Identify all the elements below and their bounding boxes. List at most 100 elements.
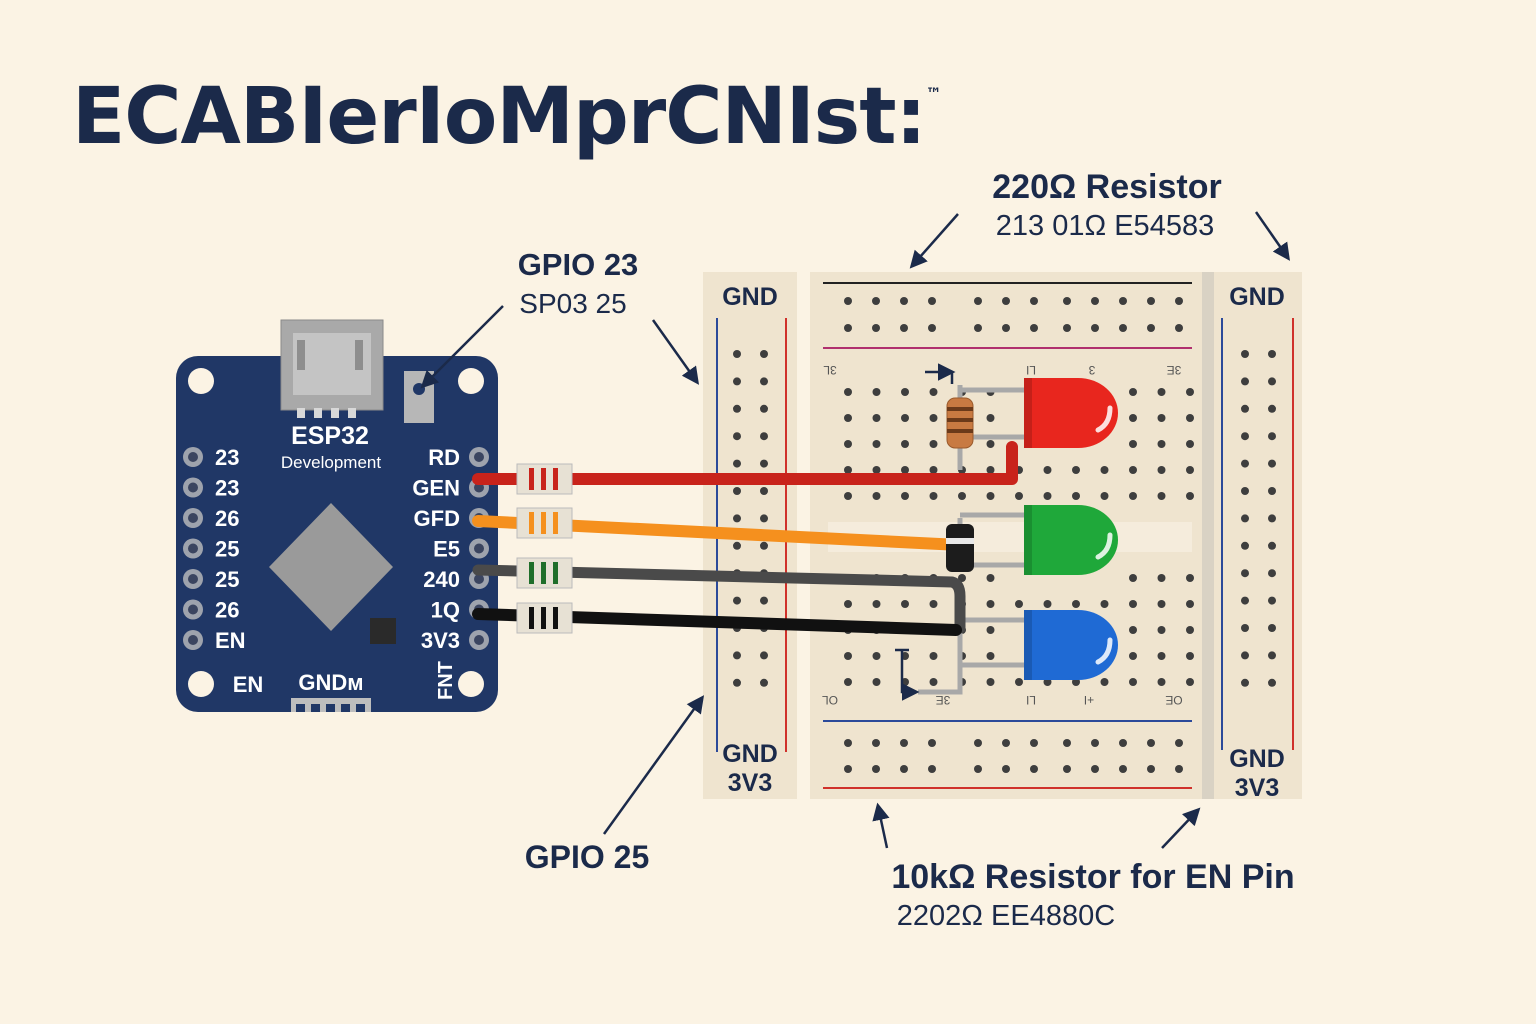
left-pin-label: 23 (215, 445, 239, 470)
rail-hole (760, 377, 768, 386)
main-rail-hole (928, 297, 936, 305)
terminal-hole (1129, 466, 1137, 474)
bottom-fnt-label: FNT (435, 661, 457, 700)
main-rail-hole (1063, 765, 1071, 773)
rail-hole (760, 459, 768, 468)
row-mark: LI (1026, 693, 1036, 707)
rail-hole (733, 541, 741, 550)
main-rail-hole (900, 765, 908, 773)
rail-hole (733, 514, 741, 523)
rail-hole (1241, 624, 1249, 632)
terminal-hole (1043, 466, 1052, 474)
terminal-hole (844, 600, 852, 608)
main-rail-hole (1175, 739, 1183, 747)
res10k-arrow-right (1161, 807, 1201, 849)
diode-body (946, 524, 974, 572)
right-pin-label: E5 (433, 537, 460, 562)
right-rail-holes (1241, 350, 1276, 687)
resistor-body (946, 397, 974, 449)
rail-hole (733, 404, 741, 413)
wire-resistors (516, 463, 573, 634)
rail-hole (1268, 651, 1276, 660)
terminal-hole (929, 414, 938, 422)
terminal-hole (1129, 414, 1137, 422)
usb-pin (355, 340, 363, 370)
main-rail-hole (1030, 324, 1038, 332)
led-body (1024, 610, 1118, 680)
callout-gpio23: GPIO 23 SP03 25 (420, 247, 700, 389)
res220-label: 220Ω Resistor (992, 168, 1221, 206)
main-rail-hole (872, 739, 880, 747)
res10k-label: 10kΩ Resistor for EN Pin (891, 858, 1294, 896)
right-pin-label: GEN (412, 476, 460, 501)
terminal-hole (1186, 626, 1194, 634)
right-pin-label: GFD (414, 506, 460, 531)
gray-wire (472, 564, 966, 634)
rail-hole (1268, 377, 1276, 386)
main-rail-hole (900, 324, 908, 332)
main-rail-hole (844, 324, 852, 332)
row-mark: 3E (1167, 363, 1182, 377)
led-highlight (1095, 532, 1113, 560)
terminal-hole (901, 414, 909, 422)
main-rail-hole (1091, 739, 1099, 747)
rail-hole (1241, 459, 1249, 468)
terminal-hole (1100, 466, 1109, 474)
bottom-gnd-label: GNDм (298, 670, 363, 695)
terminal-hole (901, 388, 909, 396)
res220-sub: 213 01Ω E54583 (996, 210, 1214, 242)
pin-hole (474, 635, 484, 645)
terminal-hole (1186, 574, 1194, 582)
terminal-hole (1129, 678, 1137, 686)
main-rail-hole (844, 297, 852, 305)
main-rail-hole (1147, 765, 1155, 773)
terminal-hole (986, 652, 995, 660)
terminal-hole (1129, 388, 1137, 396)
left-pin-label: 23 (215, 476, 239, 501)
rail-hole (1268, 350, 1276, 358)
main-rail-hole (1119, 324, 1127, 332)
res220-arrow-left (909, 213, 959, 269)
terminal-hole (1186, 388, 1194, 396)
main-rail-hole (1030, 765, 1038, 773)
main-holes (844, 297, 1194, 773)
main-rail-hole (1002, 739, 1010, 747)
terminal-hole (1072, 600, 1080, 608)
right-pin-label: 3V3 (421, 628, 460, 653)
page-title: ECABIerIoMprCNIst:™ (72, 78, 942, 156)
rail-hole (1268, 569, 1276, 578)
terminal-hole (872, 678, 881, 686)
main-rail-hole (974, 739, 982, 747)
main-rail-hole (1091, 765, 1099, 773)
row-mark: 3 (1088, 363, 1095, 377)
terminal-hole (901, 440, 909, 448)
main-rail-hole (844, 765, 852, 773)
main-rail-hole (1175, 297, 1183, 305)
pin-hole (188, 452, 198, 462)
terminal-hole (1043, 600, 1052, 608)
terminal-hole (1157, 388, 1166, 396)
main-rail-hole (872, 765, 880, 773)
terminal-hole (958, 492, 966, 500)
led-body (1024, 378, 1118, 448)
rail-hole (1268, 596, 1276, 605)
led-body (1024, 505, 1118, 575)
row-mark: 3L (823, 363, 837, 377)
terminal-hole (986, 600, 995, 608)
rail-hole (1241, 377, 1249, 386)
terminal-hole (1186, 600, 1194, 608)
main-rail-hole (1002, 297, 1010, 305)
terminal-hole (986, 626, 995, 634)
main-rail-hole (928, 765, 936, 773)
terminal-hole (1157, 678, 1166, 686)
rail-hole (1241, 350, 1249, 358)
gpio23-arrow (420, 305, 504, 389)
main-rail-hole (1002, 324, 1010, 332)
rail-hole (733, 596, 741, 605)
main-rail-hole (1147, 324, 1155, 332)
main-rail-hole (1063, 297, 1071, 305)
terminal-hole (1015, 678, 1023, 686)
terminal-hole (844, 678, 852, 686)
led-highlight (1095, 405, 1113, 433)
